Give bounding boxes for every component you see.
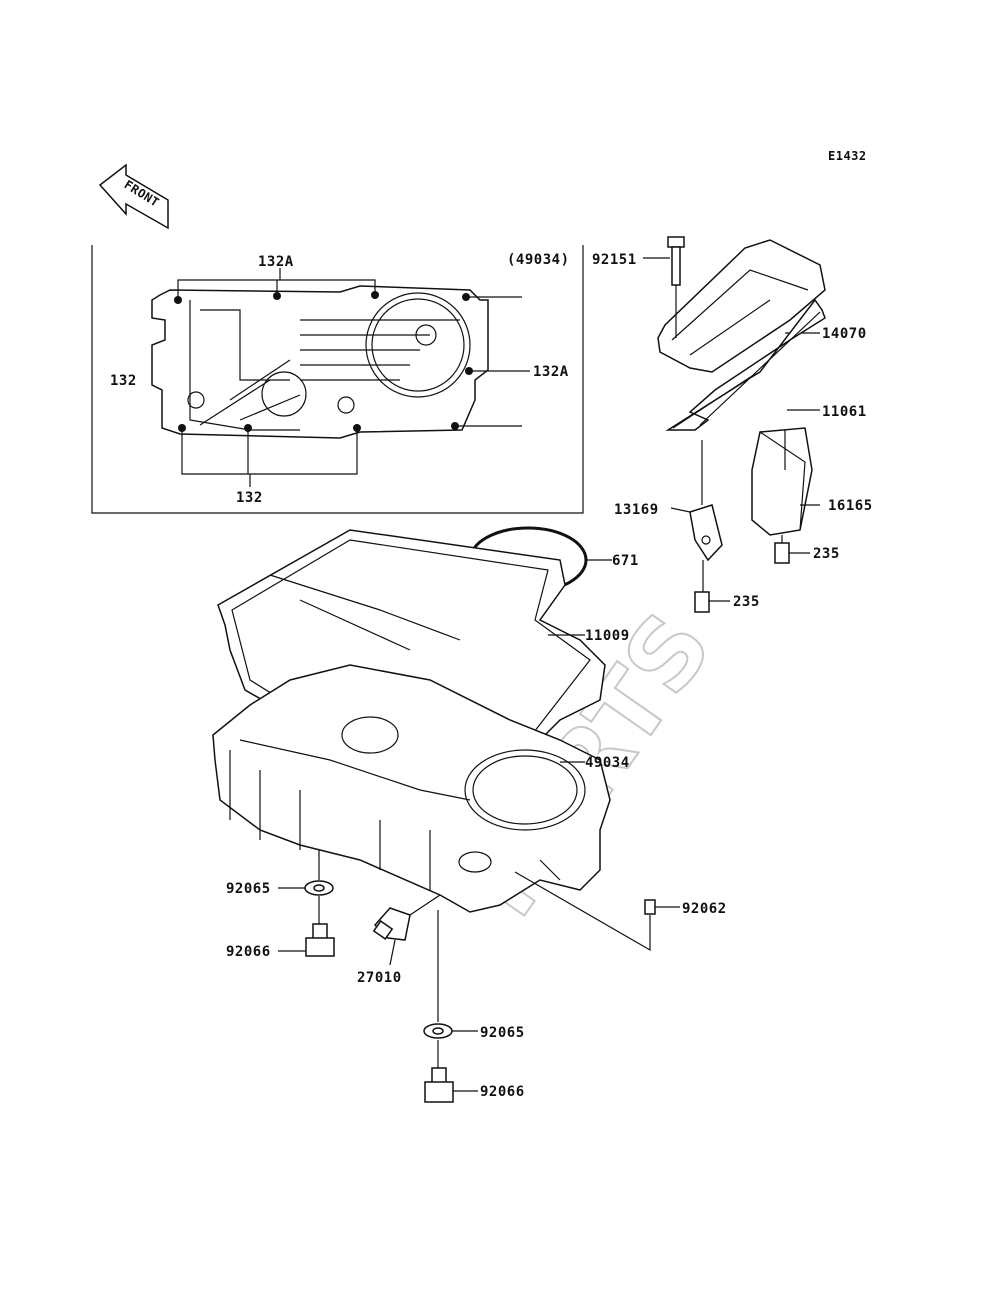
- callout-27010[interactable]: 27010: [357, 970, 402, 986]
- callout-132a-right[interactable]: 132A: [533, 364, 569, 380]
- callout-11009[interactable]: 11009: [585, 628, 630, 644]
- plug-92062: 92062: [514, 871, 727, 952]
- callout-16165[interactable]: 16165: [828, 498, 873, 514]
- callout-49034[interactable]: 49034: [585, 755, 630, 771]
- callout-92062[interactable]: 92062: [682, 901, 727, 917]
- callout-132a-top[interactable]: 132A: [258, 254, 294, 270]
- callout-132-bottom[interactable]: 132: [236, 490, 263, 506]
- callout-11061[interactable]: 11061: [822, 404, 867, 420]
- callout-92151[interactable]: 92151: [592, 252, 637, 268]
- diagram-code: E1432: [828, 149, 867, 163]
- callout-671[interactable]: 671: [612, 553, 639, 569]
- callout-92065-b[interactable]: 92065: [480, 1025, 525, 1041]
- callout-92066-a[interactable]: 92066: [226, 944, 271, 960]
- callout-13169[interactable]: 13169: [614, 502, 659, 518]
- callout-235-b[interactable]: 235: [733, 594, 760, 610]
- callout-132-left[interactable]: 132: [110, 373, 137, 389]
- inset-panel: (49034) 132A 132A 132 132: [91, 245, 584, 514]
- oil-pressure-switch: 27010: [357, 894, 441, 986]
- callout-92065-a[interactable]: 92065: [226, 881, 271, 897]
- callout-92066-b[interactable]: 92066: [480, 1084, 525, 1100]
- drain-plug-left: 92065 92066: [226, 850, 335, 960]
- drain-plug-bottom: 92065 92066: [423, 910, 525, 1103]
- callout-235-a[interactable]: 235: [813, 546, 840, 562]
- inset-ref-label: (49034): [507, 252, 570, 268]
- callout-14070[interactable]: 14070: [822, 326, 867, 342]
- oil-pan-top-view: [151, 285, 489, 439]
- breather-cover-group: 92151 14070 11061 16165 13169 235 235: [592, 236, 873, 613]
- front-arrow-icon: FRONT: [98, 163, 169, 230]
- oil-pan: 49034: [212, 664, 630, 913]
